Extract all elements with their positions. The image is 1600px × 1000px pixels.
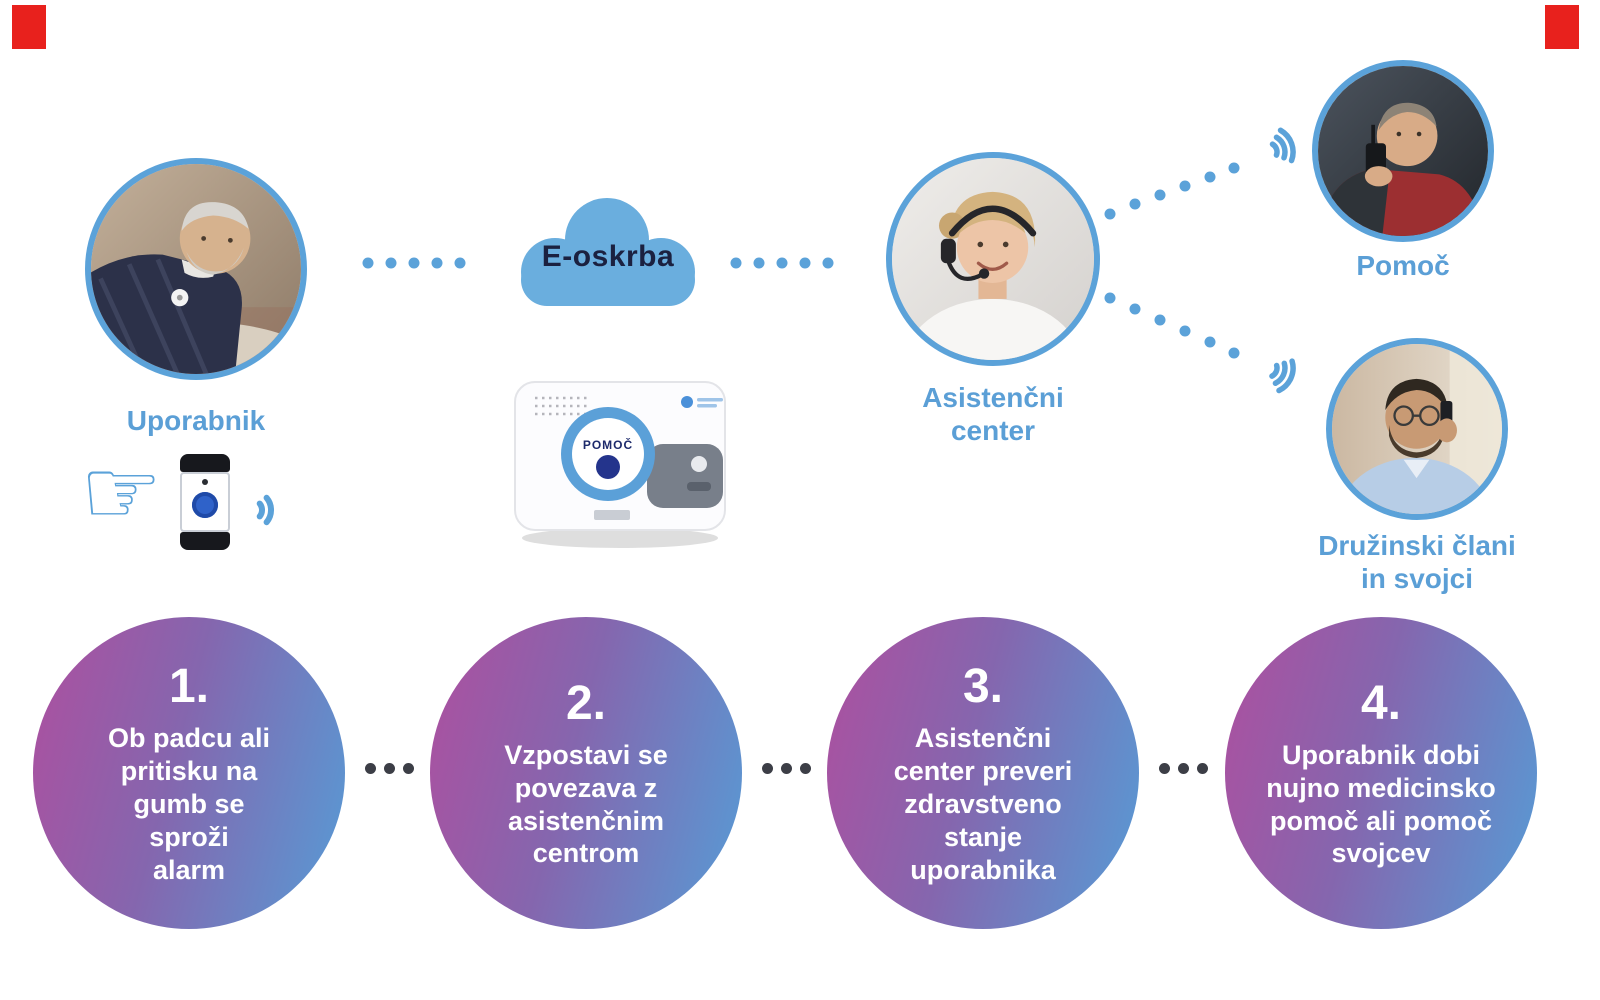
device-speaker-grill <box>535 396 591 416</box>
step-circle-3: 3. Asistenčni center preveri zdravstveno… <box>827 617 1139 929</box>
alarm-device-body <box>180 472 230 532</box>
device-brand-logo <box>681 396 723 408</box>
assistance-to-help-dots <box>1104 162 1240 220</box>
assistance-center-photo <box>886 152 1100 366</box>
step-circle-4: 4. Uporabnik dobi nujno medicinsko pomoč… <box>1225 617 1537 929</box>
help-label: Pomoč <box>1356 250 1450 281</box>
step-connector-dots <box>762 763 811 774</box>
cloud-eoskrba: E-oskrba <box>497 188 719 336</box>
alarm-device-strap <box>180 532 230 550</box>
cloud-to-assistance-dots <box>730 257 834 269</box>
alarm-device-strap <box>180 454 230 472</box>
alarm-trigger-graphic: ☞ <box>80 439 315 572</box>
headset-earcup <box>940 238 956 264</box>
alarm-device-indicator <box>202 479 208 485</box>
user-to-cloud-dots <box>362 257 466 269</box>
assistance-to-family-dots <box>1104 292 1240 359</box>
family-photo <box>1326 338 1508 520</box>
signal-waves-icon <box>256 494 275 526</box>
care-base-unit-illustration: POMOČ <box>514 381 726 548</box>
pointing-hand-icon: ☞ <box>80 439 163 546</box>
cloud-icon <box>521 198 695 306</box>
family-label: Družinski člani in svojci <box>1318 530 1516 595</box>
crop-mark-top-right <box>1545 5 1579 49</box>
help-photo-illustration <box>1318 66 1488 236</box>
step-number: 4. <box>1360 676 1402 730</box>
step-circle-2: 2. Vzpostavi se povezava z asistenčnim c… <box>430 617 742 929</box>
step-number: 3. <box>962 660 1004 714</box>
user-label: Uporabnik <box>126 405 266 436</box>
step-connector-dots <box>365 763 414 774</box>
step-text: Uporabnik dobi nujno medicinsko pomoč al… <box>1266 739 1496 869</box>
step-text: Ob padcu ali pritisku na gumb se sproži … <box>107 723 271 885</box>
family-photo-illustration <box>1332 344 1502 514</box>
step-connector-dots <box>1159 763 1208 774</box>
device-side-module <box>647 444 723 508</box>
help-photo <box>1312 60 1494 242</box>
device-help-button: POMOČ <box>561 407 655 501</box>
alarm-sos-button <box>192 492 218 518</box>
step-number: 2. <box>565 676 607 730</box>
care-base-unit: POMOČ <box>495 352 745 557</box>
assistance-photo-illustration <box>892 158 1094 360</box>
headset-band <box>948 205 1037 237</box>
device-display <box>594 510 630 520</box>
signal-waves-to-family-icon <box>1269 358 1296 394</box>
step-text: Asistenčni center preveri zdravstveno st… <box>893 723 1073 885</box>
alarm-button-device <box>180 454 230 558</box>
step-circle-1: 1. Ob padcu ali pritisku na gumb se spro… <box>33 617 345 929</box>
assistance-center-label: Asistenčni center <box>922 382 1064 447</box>
crop-mark-top-left <box>12 5 46 49</box>
step-number: 1. <box>168 660 210 714</box>
user-photo-illustration <box>91 164 301 374</box>
cloud-label: E-oskrba <box>541 240 675 273</box>
headset-mic <box>946 259 985 281</box>
user-photo <box>85 158 307 380</box>
device-help-button-label: POMOČ <box>583 437 633 452</box>
signal-waves-to-help-icon <box>1269 127 1296 164</box>
step-text: Vzpostavi se povezava z asistenčnim cent… <box>504 739 668 869</box>
